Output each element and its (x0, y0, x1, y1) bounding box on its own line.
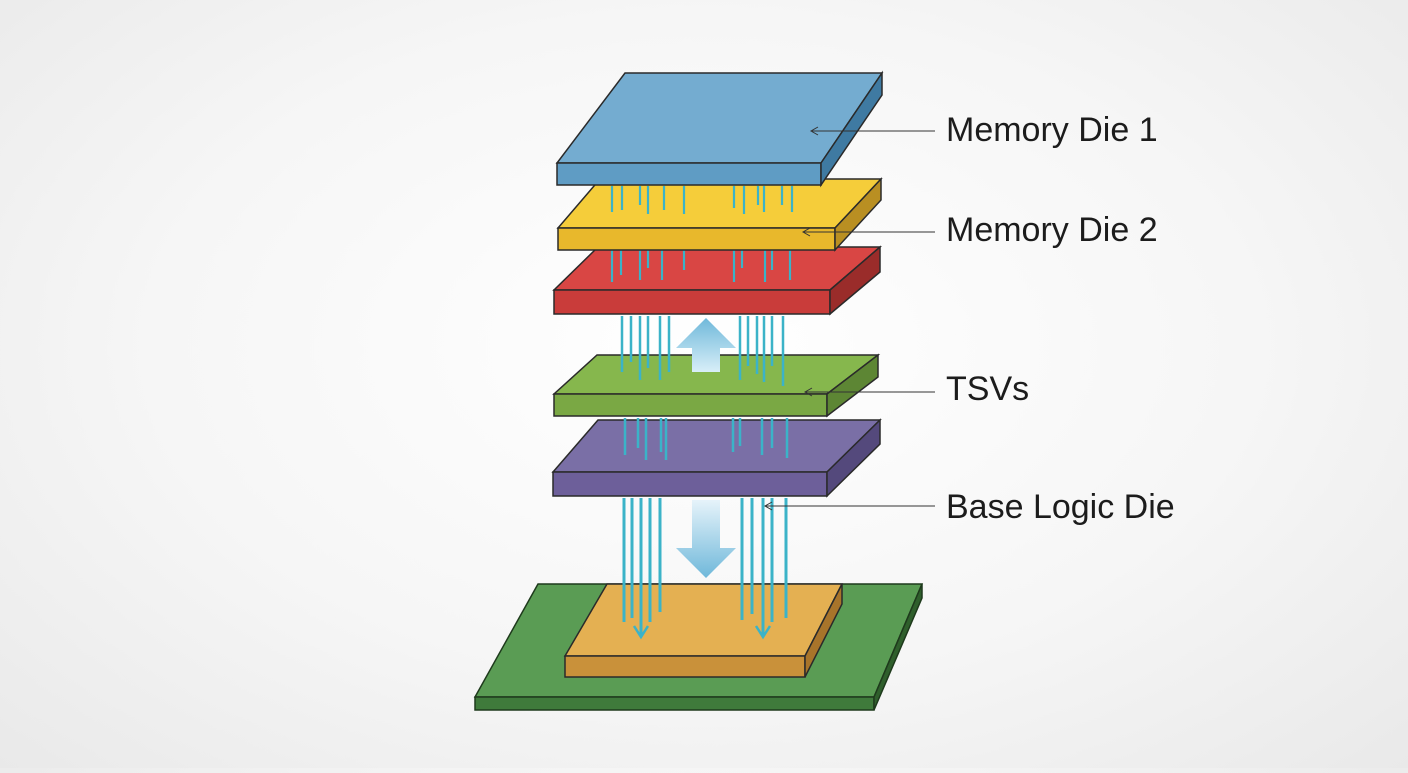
tsv-mid-lower-group (623, 418, 789, 460)
data-flow-down-arrow (676, 500, 736, 578)
green-die (552, 353, 881, 418)
data-flow-up-arrow (676, 318, 736, 372)
memory-die-1-label: Memory Die 1 (946, 111, 1158, 149)
tsv-mid-group (620, 316, 785, 386)
interposer (563, 583, 844, 678)
tsvs-label: TSVs (946, 370, 1030, 408)
tsv-top-group (610, 186, 794, 214)
memory-die-1 (555, 70, 884, 188)
callout-leaders (763, 126, 935, 511)
tsv-lower-group (622, 498, 788, 636)
memory-die-2 (556, 177, 883, 252)
tsv-upper-lower-group (610, 250, 792, 282)
red-die (552, 245, 883, 316)
tsv-arrowheads (632, 625, 772, 640)
memory-die-2-label: Memory Die 2 (946, 211, 1158, 249)
base-logic-die-label: Base Logic Die (946, 488, 1175, 526)
base-logic-die (551, 418, 882, 498)
